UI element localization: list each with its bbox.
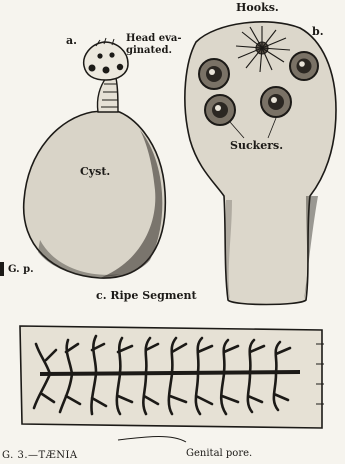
label-suckers: Suckers.: [230, 140, 283, 152]
figure-c-ripe-segment: [20, 326, 324, 442]
cyst-head: [84, 42, 128, 80]
sucker: [199, 59, 229, 89]
figure-caption: G. 3.—TÆNIA: [2, 450, 78, 462]
label-gp: G. p.: [8, 264, 34, 276]
uterus-stem: [40, 372, 300, 374]
sucker: [261, 87, 291, 117]
label-figure-b: b.: [312, 26, 324, 38]
label-figure-a: a.: [66, 35, 77, 47]
label-hooks: Hooks.: [236, 2, 279, 14]
label-head-evaginated: Head eva- ginated.: [126, 33, 182, 57]
figure-b-scolex: [185, 22, 336, 305]
label-figure-c: c. Ripe Segment: [96, 290, 197, 302]
label-cyst: Cyst.: [80, 166, 110, 178]
figure-a-cyst: [24, 38, 166, 278]
sucker: [205, 95, 235, 125]
sucker: [290, 52, 318, 80]
gp-marker: [0, 262, 4, 276]
label-genital-pore: Genital pore.: [186, 448, 252, 460]
